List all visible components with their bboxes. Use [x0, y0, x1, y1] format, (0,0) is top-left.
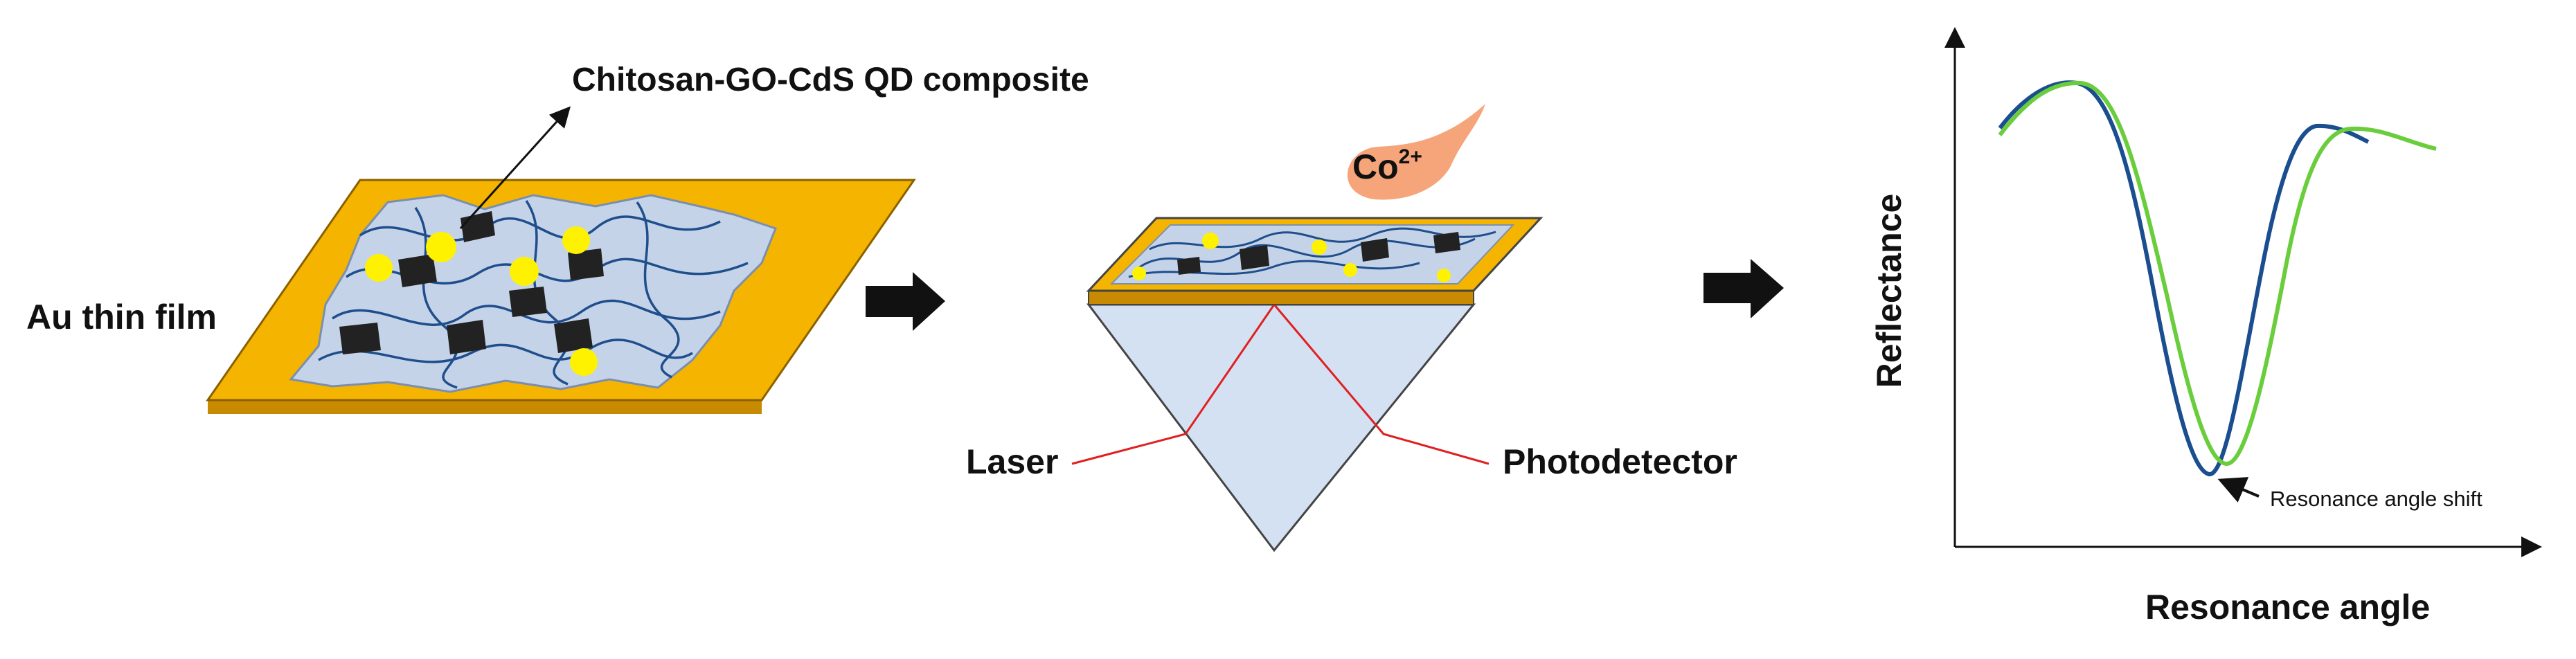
x-axis-label: Resonance angle	[2145, 588, 2431, 626]
ion-charge: 2+	[1398, 145, 1422, 168]
prism	[1086, 303, 1476, 552]
resonance-shift-arrow	[2217, 477, 2260, 503]
cobalt-ion-label: Co2+	[1352, 145, 1422, 187]
composite-label: Chitosan-GO-CdS QD composite	[572, 62, 1089, 98]
composite-pointer-arrow	[459, 106, 571, 230]
right-arrow-icon	[866, 272, 945, 331]
panel-film	[206, 106, 916, 414]
au-film-label: Au thin film	[26, 298, 217, 336]
ion-symbol: Co	[1352, 147, 1399, 186]
cds-quantum-dots	[365, 226, 598, 376]
spr-curve-after	[1998, 80, 2437, 466]
laser-label: Laser	[966, 442, 1059, 481]
sensor-go-sheets	[1177, 232, 1460, 275]
sensor-quantum-dots	[1132, 233, 1451, 282]
panel-spr-curve	[1944, 27, 2542, 557]
photodetector-label: Photodetector	[1503, 442, 1737, 481]
right-arrow-icon	[1703, 259, 1784, 318]
spr-curve-before	[1998, 80, 2370, 476]
sensor-au-layer-edge	[1088, 290, 1474, 305]
panel-spr-setup	[1071, 104, 1544, 552]
y-axis-label: Reflectance	[1870, 193, 1908, 388]
resonance-shift-label: Resonance angle shift	[2270, 487, 2483, 511]
au-film-edge	[208, 400, 762, 414]
cobalt-ion-droplet	[1347, 104, 1485, 200]
